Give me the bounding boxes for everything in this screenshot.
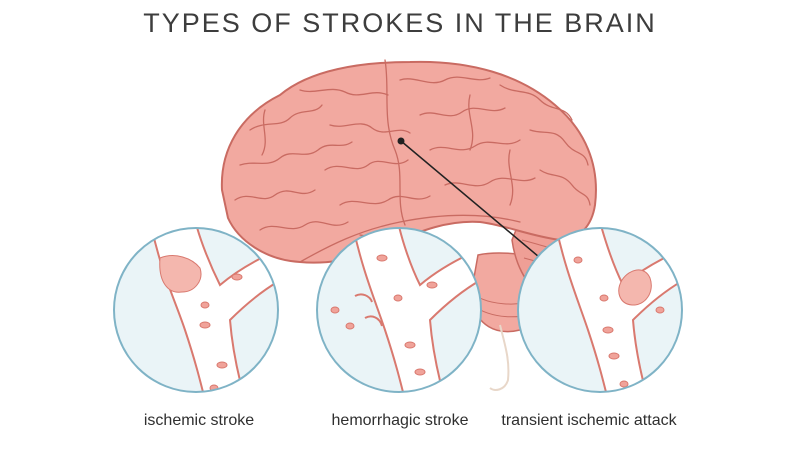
pointer-line (397, 137, 546, 263)
inset-hemorrhagic-stroke (316, 227, 482, 393)
inset-transient-ischemic-attack (517, 227, 683, 393)
inset-ischemic-stroke (113, 227, 279, 393)
label-hemorrhagic-stroke: hemorrhagic stroke (331, 412, 469, 429)
label-ischemic-stroke: ischemic stroke (143, 412, 255, 429)
brain-illustration (220, 59, 597, 264)
page-title: TYPES OF STROKES IN THE BRAIN (143, 8, 657, 38)
label-transient-ischemic-attack: transient ischemic attack (501, 412, 677, 429)
